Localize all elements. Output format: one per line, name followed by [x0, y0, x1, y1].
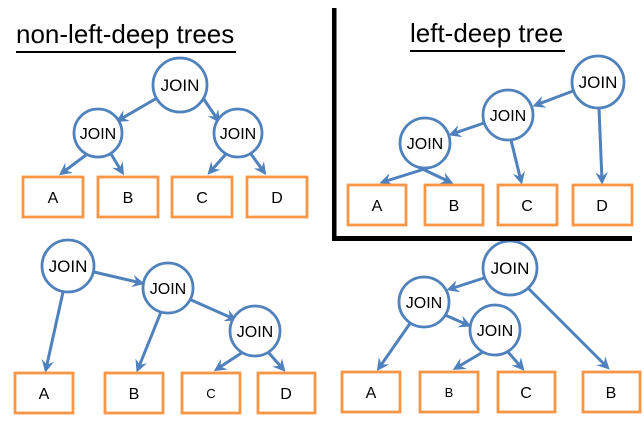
edge-arrow — [527, 287, 610, 370]
join-node-circle — [151, 56, 209, 114]
join-node-circle — [397, 275, 451, 329]
join-node-label: JOIN — [579, 73, 618, 92]
leaf-label: B — [445, 385, 454, 400]
edge-arrow — [201, 97, 221, 124]
join-node-label: JOIN — [491, 259, 530, 278]
leaf-box — [245, 175, 309, 219]
join-node-label: JOIN — [490, 108, 526, 125]
leaf-box — [340, 370, 402, 414]
tree-bushy: JOIN JOIN JOIN A B C B — [340, 239, 642, 414]
leaf-label: B — [606, 385, 617, 402]
leaf-label: D — [271, 190, 283, 207]
join-node-circle — [212, 107, 264, 159]
tree-left-deep-edges — [379, 89, 608, 186]
edge-arrow — [448, 121, 485, 138]
leaf-label: A — [48, 190, 59, 207]
join-node-circle — [570, 54, 626, 110]
edge-arrow — [532, 89, 574, 108]
edge-arrow — [376, 321, 413, 372]
leaf-box — [418, 370, 480, 414]
edge-arrow — [266, 351, 286, 372]
leaf-box — [581, 370, 642, 414]
edge-arrow — [249, 153, 267, 176]
join-node-circle — [228, 304, 282, 358]
leaf-box — [170, 175, 234, 219]
join-node-label: JOIN — [406, 295, 442, 312]
leaf-box — [256, 371, 317, 415]
edge-arrow — [109, 153, 124, 176]
leaf-label: C — [520, 385, 532, 402]
join-node-circle — [72, 107, 124, 159]
tree-balanced: JOIN JOIN JOIN A B C D — [21, 56, 309, 219]
leaf-box — [13, 371, 75, 415]
leaf-box — [346, 183, 408, 227]
join-node-label: JOIN — [150, 281, 186, 298]
leaf-label: C — [521, 198, 533, 215]
edge-arrow — [41, 291, 65, 373]
leaf-label: C — [206, 386, 215, 401]
join-node-circle — [141, 261, 195, 315]
tree-balanced-edges — [58, 96, 267, 176]
edge-arrow — [115, 96, 158, 122]
leaf-box — [423, 183, 485, 227]
join-node-label: JOIN — [237, 324, 273, 341]
leaf-label: D — [596, 198, 608, 215]
edge-arrow — [188, 297, 238, 322]
edge-arrow — [595, 107, 608, 185]
edge-arrow — [509, 139, 526, 185]
join-node-label: JOIN — [407, 136, 443, 153]
leaf-label: A — [366, 385, 377, 402]
leaf-box — [496, 183, 559, 227]
section-divider-vertical — [332, 8, 337, 241]
join-node-circle — [40, 238, 96, 294]
leaf-label: C — [196, 190, 208, 207]
join-node-circle — [468, 303, 522, 357]
edge-arrow — [444, 313, 472, 328]
edge-arrow — [452, 350, 484, 370]
edge-arrow — [58, 153, 87, 176]
edge-arrow — [213, 350, 244, 372]
tree-left-deep: JOIN JOIN JOIN A B C D — [346, 54, 634, 227]
leaf-box — [21, 175, 85, 219]
join-node-label: JOIN — [477, 323, 513, 340]
leaf-label: A — [39, 386, 50, 403]
leaf-box — [180, 371, 242, 415]
edge-arrow — [446, 276, 485, 293]
join-node-circle — [481, 88, 535, 142]
edge-arrow — [135, 311, 163, 373]
leaf-box — [571, 183, 634, 227]
leaf-box — [496, 370, 557, 414]
join-node-label: JOIN — [161, 76, 200, 95]
tree-right-deep: JOIN JOIN JOIN A B C D — [13, 238, 317, 415]
leaf-label: B — [129, 386, 140, 403]
tree-right-deep-edges — [41, 270, 286, 373]
edge-arrow — [207, 153, 228, 175]
edge-arrow — [93, 270, 145, 288]
leaf-label: A — [372, 198, 383, 215]
join-node-label: JOIN — [80, 126, 116, 143]
join-node-label: JOIN — [49, 257, 88, 276]
edge-arrow — [506, 351, 525, 371]
section-title-non-left-deep-trees: non-left-deep trees — [16, 20, 237, 53]
leaf-box — [96, 175, 160, 219]
leaf-label: B — [123, 190, 134, 207]
section-title-left-deep-tree: left-deep tree — [410, 19, 566, 52]
join-node-circle — [398, 116, 452, 170]
leaf-label: D — [280, 386, 292, 403]
leaf-box — [103, 371, 165, 415]
section-divider-horizontal — [332, 236, 632, 241]
leaf-label: B — [449, 198, 460, 215]
tree-bushy-edges — [376, 276, 610, 372]
join-node-label: JOIN — [220, 126, 256, 143]
